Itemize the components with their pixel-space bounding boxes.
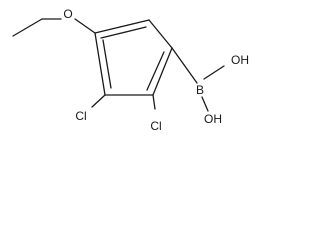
atom-label-chlorine-3: Cl (75, 109, 86, 123)
ring-bond-c2-c3 (94, 32, 106, 96)
bond-ring-cl3 (91, 94, 106, 108)
ring-bond-c4-c5 (94, 19, 150, 34)
molecule-structure: O Cl Cl B OH OH (12, 7, 249, 133)
atom-label-hydroxyl-bottom: OH (204, 112, 222, 126)
ring-bond-c6-c1-inner (146, 51, 165, 91)
ring-bond-c6-c1 (152, 47, 173, 96)
bond-methyl-methylene (12, 18, 43, 37)
ring-bond-c5-c6 (148, 19, 173, 49)
atom-label-oxygen: O (63, 7, 72, 21)
atom-label-chlorine-2: Cl (150, 119, 161, 133)
bond-boron-oh-top (203, 65, 225, 80)
bond-boron-oh-bottom (201, 96, 209, 112)
ring-bond-c4-c5-inner (100, 26, 147, 39)
ring-bond-c2-c3-inner (102, 39, 112, 89)
bond-ring-boron (171, 47, 198, 84)
bond-ring-cl2 (152, 94, 156, 110)
atom-label-hydroxyl-top: OH (231, 53, 249, 67)
atom-label-boron: B (196, 83, 204, 97)
bond-oxygen-ring (74, 18, 96, 34)
